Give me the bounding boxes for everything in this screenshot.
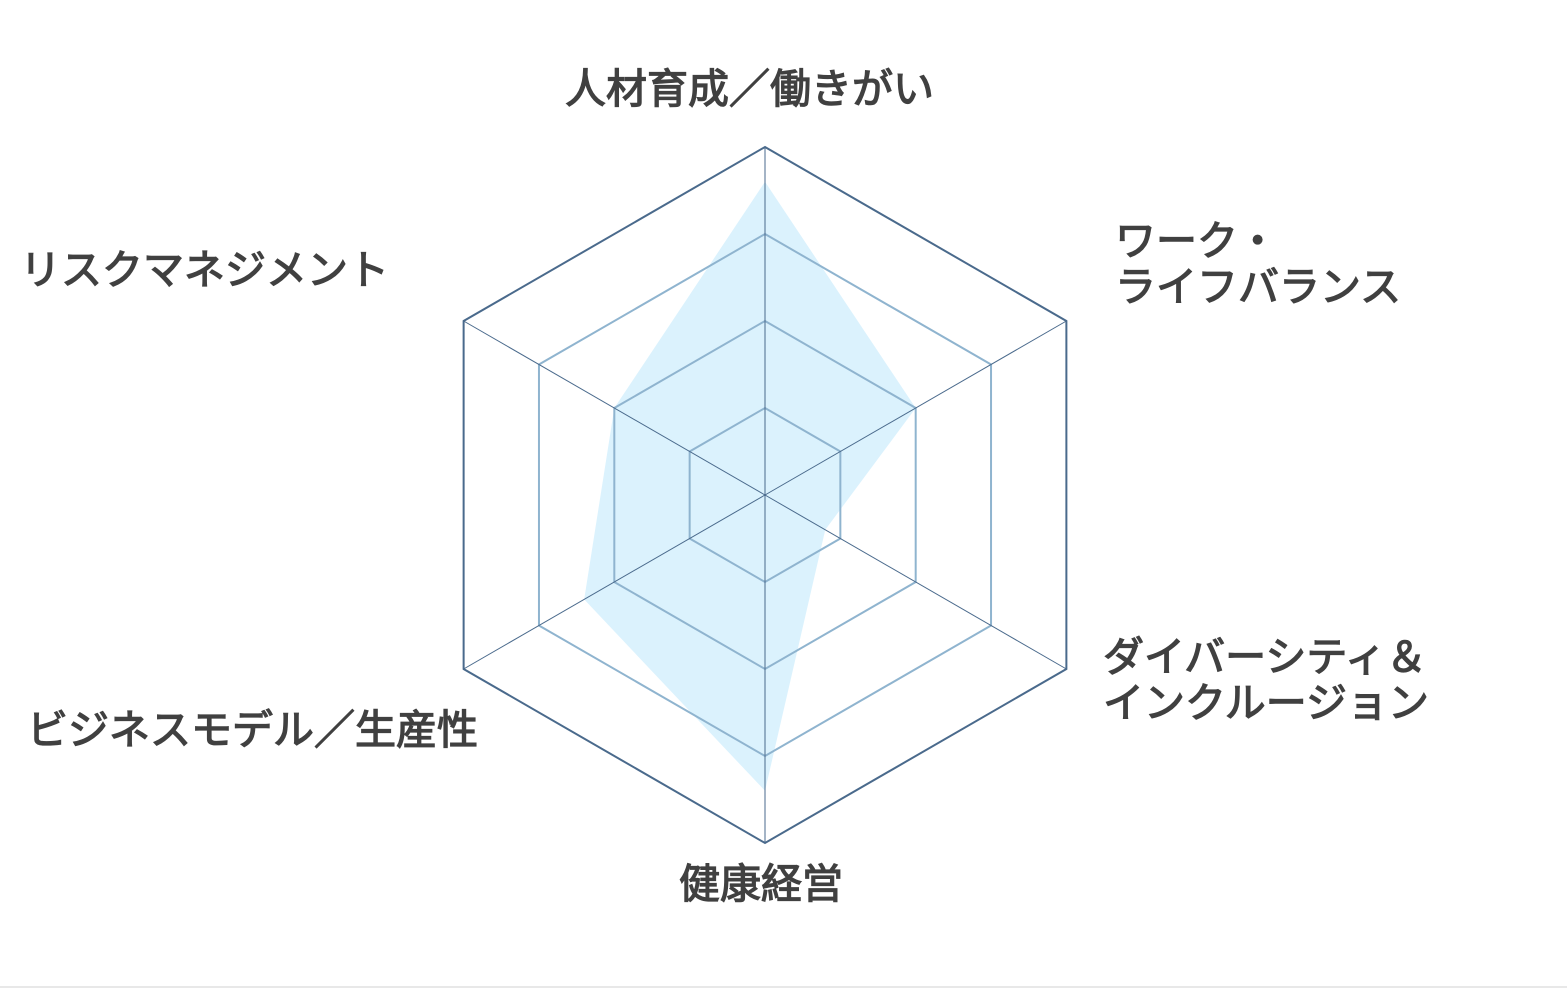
axis-spoke-4	[463, 494, 766, 670]
axis-spoke-5	[463, 320, 766, 496]
axis-label-business-model: ビジネスモデル／生産性	[27, 706, 478, 754]
axis-spoke-2	[764, 494, 1067, 670]
axis-label-line: ダイバーシティ＆	[1103, 633, 1427, 681]
axis-label-line: ワーク・	[1115, 217, 1279, 265]
axis-label-line: ライフバランス	[1115, 263, 1402, 311]
axis-label-diversity-inclusion: ダイバーシティ＆ インクルージョン	[1103, 634, 1429, 726]
axis-label-human-resources: 人材育成／働きがい	[565, 65, 934, 113]
axis-label-health-management: 健康経営	[679, 860, 843, 908]
axis-spoke-1	[764, 320, 1067, 496]
axis-label-work-life-balance: ワーク・ ライフバランス	[1115, 218, 1401, 310]
bottom-border	[0, 986, 1567, 988]
axis-label-risk-management: リスクマネジメント	[20, 246, 389, 294]
axis-label-line: インクルージョン	[1103, 679, 1429, 727]
